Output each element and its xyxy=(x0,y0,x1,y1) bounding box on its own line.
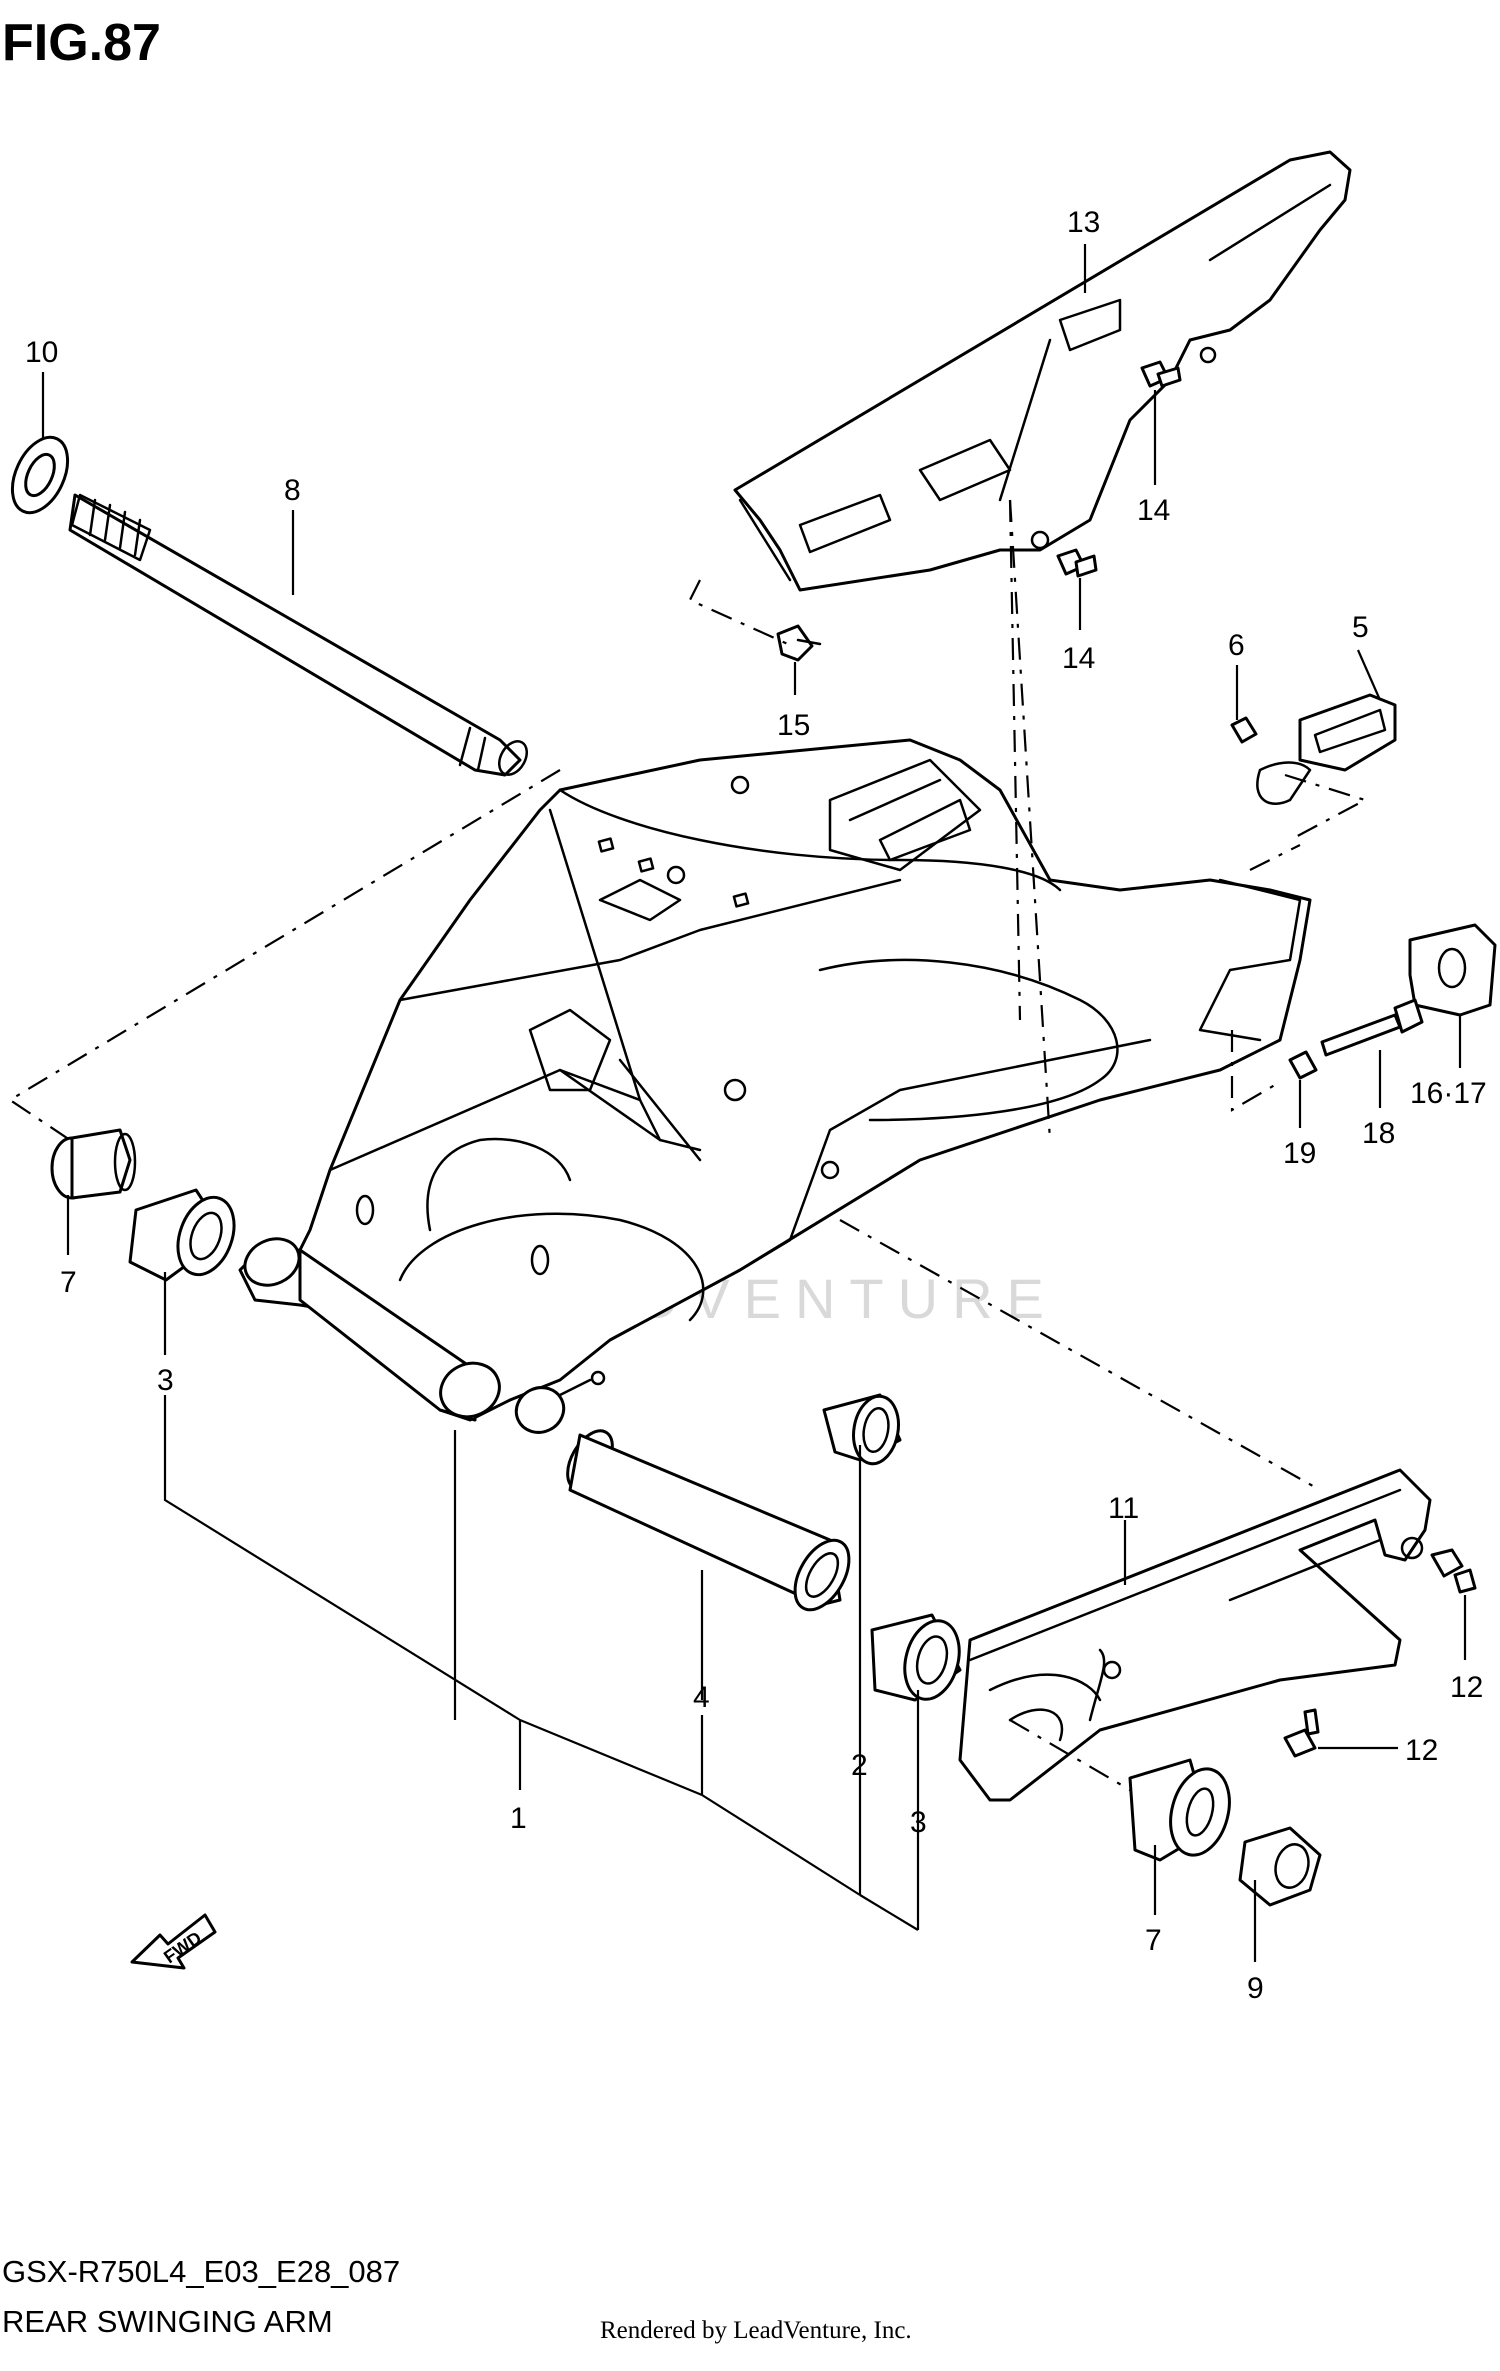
callout-7-right: 7 xyxy=(1145,1924,1162,1957)
clip xyxy=(776,624,822,662)
spacer-pipe xyxy=(566,1429,851,1612)
pivot-nut xyxy=(1238,1826,1322,1907)
callout-3-left: 3 xyxy=(157,1364,174,1397)
chain-cover xyxy=(733,150,1352,592)
callout-9: 9 xyxy=(1247,1972,1264,2005)
callout-2: 2 xyxy=(851,1749,868,1782)
cover-bolt-upper xyxy=(1140,360,1182,388)
callout-3-right: 3 xyxy=(910,1806,927,1839)
needle-bearing xyxy=(822,1393,902,1466)
callout-5: 5 xyxy=(1352,611,1369,644)
callout-15: 15 xyxy=(777,709,810,742)
rendered-by-credit: Rendered by LeadVenture, Inc. xyxy=(600,2317,912,2344)
callout-7-left: 7 xyxy=(60,1266,77,1299)
chain-buffer xyxy=(958,1468,1432,1802)
callout-8: 8 xyxy=(284,474,301,507)
swinging-arm xyxy=(238,738,1312,1434)
callout-13: 13 xyxy=(1067,206,1100,239)
callout-12-upper: 12 xyxy=(1450,1671,1483,1704)
buffer-bolt-lower xyxy=(1283,1708,1320,1758)
callout-1: 1 xyxy=(510,1802,527,1835)
centerlines xyxy=(7,499,1368,1791)
callout-16-17: 16·17 xyxy=(1410,1077,1487,1110)
callout-18: 18 xyxy=(1362,1117,1395,1150)
bearing-left xyxy=(128,1188,236,1282)
leader-lines xyxy=(41,244,1467,1962)
callout-19: 19 xyxy=(1283,1137,1316,1170)
lock-nut xyxy=(10,435,70,515)
callout-12-lower: 12 xyxy=(1405,1734,1438,1767)
bolt xyxy=(1230,716,1258,744)
figure-code: GSX-R750L4_E03_E28_087 xyxy=(2,2254,400,2289)
callout-14-lower: 14 xyxy=(1062,642,1095,675)
callout-14-upper: 14 xyxy=(1137,494,1170,527)
cover-bolt-lower xyxy=(1056,548,1098,578)
figure-title: FIG.87 xyxy=(2,14,161,72)
adjuster-nut xyxy=(1288,1050,1318,1080)
callout-4: 4 xyxy=(693,1681,710,1714)
buffer-bolt-upper xyxy=(1430,1548,1477,1594)
callout-10: 10 xyxy=(25,336,58,369)
figure-name: REAR SWINGING ARM xyxy=(2,2304,333,2339)
dust-seal-right xyxy=(1128,1758,1231,1862)
callout-11: 11 xyxy=(1108,1492,1139,1525)
adjuster-bolt xyxy=(1320,998,1424,1057)
callout-6: 6 xyxy=(1228,629,1245,662)
pivot-shaft xyxy=(68,493,528,777)
bearing-right xyxy=(870,1613,962,1702)
dust-seal-left xyxy=(50,1128,137,1200)
chain-guide-plate xyxy=(1256,693,1397,805)
chain-adjuster xyxy=(1408,923,1497,1017)
direction-arrow-icon: FWD xyxy=(130,1913,217,1970)
